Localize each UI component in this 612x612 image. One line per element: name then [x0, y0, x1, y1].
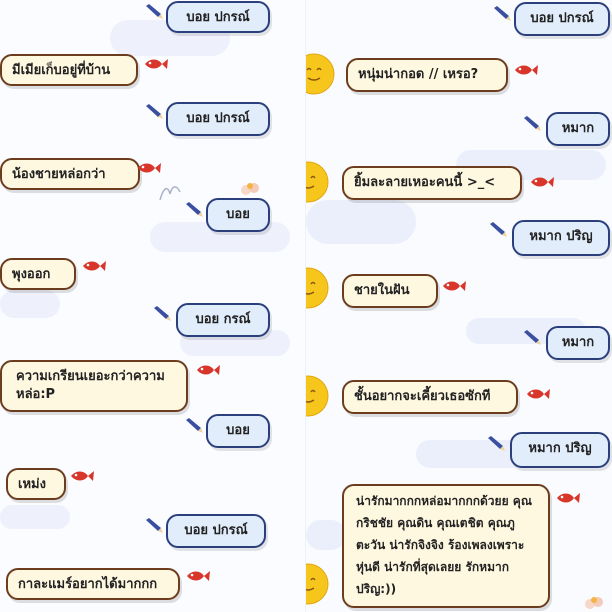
smiley-face-icon [306, 563, 329, 605]
user-message: บอย ปกรณ์ [166, 514, 266, 548]
pencil-icon [154, 306, 171, 321]
pencil-icon [488, 436, 505, 451]
pencil-icon [494, 6, 511, 21]
pencil-icon [146, 518, 163, 533]
bot-message: ยิ้มละลายเหอะคนนี้ >_< [342, 166, 522, 200]
smiley-face-icon [306, 267, 329, 309]
bot-message: ชายในฝัน [342, 274, 438, 308]
bot-message: มีเมียเก็บอยู่ที่บ้าน [0, 54, 138, 86]
bot-message: เหม่ง [6, 468, 66, 500]
bot-message: น่ารักมากกกหล่อมากกกด้วยย คุณกริชชัย คุณ… [342, 484, 550, 608]
fish-icon [145, 59, 168, 69]
flower-icon [585, 597, 603, 609]
user-message: หมาก [546, 326, 610, 360]
fish-icon [71, 471, 94, 481]
bot-message: น้องชายหล่อกว่า [0, 158, 140, 190]
bot-message: ความเกรียนเยอะกว่าความหล่อ:P [0, 360, 188, 412]
user-message: หมาก ปริญ [512, 220, 610, 256]
fish-icon [187, 571, 210, 581]
fish-icon [531, 177, 554, 187]
chat-panel-right: บอย ปกรณ์ หนุ่มน่ากอด // เหรอ? หมาก ยิ้ม… [306, 0, 612, 612]
pencil-icon [524, 330, 541, 345]
pencil-icon [146, 4, 163, 19]
bot-message: พุงออก [0, 258, 76, 290]
fish-icon [443, 281, 466, 291]
smiley-face-icon [306, 161, 329, 203]
squiggle-icon [159, 186, 181, 201]
user-message: หมาก [546, 112, 610, 146]
fish-icon [557, 493, 580, 503]
pencil-icon [524, 116, 541, 131]
smiley-face-icon [306, 53, 335, 95]
chat-panel-left: บอย ปกรณ์ มีเมียเก็บอยู่ที่บ้าน บอย ปกรณ… [0, 1, 290, 600]
fish-icon [138, 163, 161, 173]
bot-message: กาละแมร์อยากได้มากกก [6, 568, 180, 600]
user-message: บอย ปกรณ์ [166, 1, 270, 33]
fish-icon [515, 65, 538, 75]
fish-icon [527, 389, 550, 399]
user-message: บอย [206, 414, 270, 448]
pencil-icon [186, 418, 203, 433]
user-message: บอย [206, 198, 270, 232]
user-message: หมาก ปริญ [510, 432, 610, 468]
user-message: บอย กรณ์ [176, 303, 270, 337]
flower-icon [241, 183, 259, 195]
pencil-icon [490, 222, 507, 237]
fish-icon [197, 365, 220, 375]
user-message: บอย ปกรณ์ [166, 102, 270, 136]
pencil-icon [186, 202, 203, 217]
bot-message: หนุ่มน่ากอด // เหรอ? [346, 58, 508, 92]
bot-message: ชั้นอยากจะเคี้ยวเธอซักที [342, 380, 518, 414]
smiley-face-icon [306, 375, 329, 417]
pencil-icon [146, 104, 163, 119]
user-message: บอย ปกรณ์ [514, 2, 610, 36]
fish-icon [83, 261, 106, 271]
